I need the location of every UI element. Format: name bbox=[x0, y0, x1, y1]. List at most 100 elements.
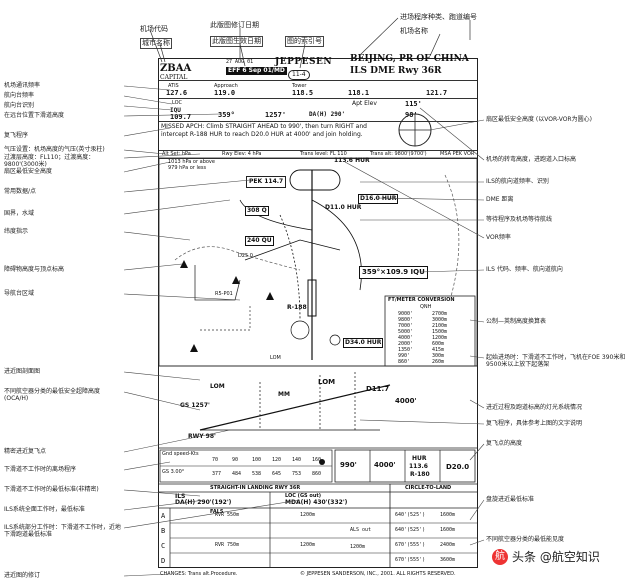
left-annotation: ILS系统全面工作时，最低标准 bbox=[4, 506, 85, 513]
minima-header-right: CIRCLE-TO-LAND bbox=[405, 485, 452, 491]
left-annotation: 障碍物高度与顶点标高 bbox=[4, 266, 65, 273]
right-annotation: 机场的转弯高度，进跑道入口标高 bbox=[486, 156, 577, 163]
trans-level: Trans level: FL 110 bbox=[300, 151, 347, 157]
right-leader-line bbox=[469, 539, 485, 546]
approach-chart-frame bbox=[158, 58, 478, 568]
tdz-elev: 98' bbox=[405, 111, 418, 119]
conv-ft: 9800' bbox=[398, 317, 414, 323]
conv-m: 2100m bbox=[432, 323, 448, 329]
right-leader-line bbox=[374, 197, 485, 201]
left-leader-line bbox=[123, 499, 206, 511]
left-annotation: 下滑道不工作时的离场程序 bbox=[4, 466, 77, 473]
right-leader-line bbox=[469, 443, 485, 461]
msa-pek-label: MSA PEK VOR bbox=[440, 151, 475, 157]
speed-cell: 90 bbox=[232, 457, 239, 463]
jeppesen-logo: JEPPESEN bbox=[275, 57, 333, 67]
right-annotation: 扇区最低安全高度 (以VOR-VOR为圆心) bbox=[486, 116, 592, 123]
minima-circle-mda: 640'(525') bbox=[395, 527, 426, 533]
left-annotation: 进近图的修订 bbox=[4, 572, 41, 579]
left-annotation: 导航台区域 bbox=[4, 290, 35, 297]
conv-table-title: FT/METER CONVERSION bbox=[388, 297, 455, 303]
conv-m: 3000m bbox=[432, 317, 448, 323]
left-annotation: 复飞程序 bbox=[4, 132, 29, 139]
airport-location: BEIJING, PR OF CHINA bbox=[350, 54, 469, 64]
left-leader-line bbox=[123, 293, 241, 301]
conv-ft: 4000' bbox=[398, 335, 414, 341]
speed-cell: 160 bbox=[312, 457, 322, 463]
speed-cell: 140 bbox=[292, 457, 302, 463]
watermark-text: 头条 @航空知识 bbox=[512, 550, 600, 564]
right-leader-line bbox=[429, 119, 485, 131]
minima-cat: C bbox=[161, 542, 166, 550]
conv-ft: 860' bbox=[398, 359, 411, 365]
minima-cat: B bbox=[161, 527, 166, 535]
minima-loc-vis: 1200m bbox=[300, 542, 316, 548]
left-leader-line bbox=[123, 199, 231, 215]
msa-note-1: 1013 hPa or above bbox=[168, 159, 215, 165]
conv-m: 2700m bbox=[432, 311, 448, 317]
left-leader-line bbox=[123, 161, 171, 173]
left-leader-line bbox=[123, 391, 201, 411]
right-annotation: DME 距离 bbox=[486, 196, 514, 203]
right-annotation: 公制—英制高度换算表 bbox=[486, 318, 547, 325]
profile-lom: LOM bbox=[210, 383, 225, 390]
left-leader-line bbox=[123, 429, 231, 453]
alt-set: Alt Set: hPa bbox=[162, 151, 191, 157]
apt-elev: 115' bbox=[405, 100, 422, 108]
minima-circle-vis: 2400m bbox=[440, 542, 456, 548]
ann-eff-date: 此版图生效日期 bbox=[210, 36, 263, 47]
missed-vor-freq: 113.6 bbox=[409, 463, 428, 470]
profile-d117: D11.7 bbox=[366, 385, 390, 393]
left-annotation: 在远台位置下滑道高度 bbox=[4, 112, 65, 119]
ground-freq: 118.1 bbox=[348, 89, 370, 97]
minima-loc-vis: 1200m bbox=[300, 512, 316, 518]
d110-hur: D11.0 HUR bbox=[325, 204, 362, 211]
left-leader-line bbox=[123, 105, 173, 111]
right-annotation: 不同航空器分类的最低能见度 bbox=[486, 536, 565, 543]
minima-fals: FALS bbox=[210, 509, 224, 515]
trans-alt: Trans alt: 9800'(9700') bbox=[370, 151, 427, 157]
approach-label: Approach bbox=[214, 83, 238, 89]
conv-ft: 9000' bbox=[398, 311, 414, 317]
right-annotation: ILS的航向道频率、识别 bbox=[486, 178, 549, 185]
left-annotation: 航向台识别 bbox=[4, 102, 35, 109]
d340-hur: D34.0 HUR bbox=[343, 338, 384, 348]
right-annotation: ILS 代码、频率、航向道航向 bbox=[486, 266, 563, 273]
minima-ils-rvr: RVR 550m bbox=[215, 512, 240, 518]
left-annotation: 下滑道不工作时的最低标准(非精密) bbox=[4, 486, 99, 493]
ann-approach-type: 进场程序种类、跑道编号 bbox=[400, 13, 477, 21]
minima-mda: MDA(H) 430'(332') bbox=[285, 499, 348, 506]
right-annotation: 进近过程及跑道标高的灯光系统情况 bbox=[486, 404, 583, 411]
right-annotation: 起始进场时：下滑道不工作时，飞机在FOE 390米和9500米以上放下起落架 bbox=[486, 354, 626, 368]
missed-d20: D20.0 bbox=[446, 463, 470, 471]
left-annotation: 纬度指示 bbox=[4, 228, 29, 235]
conv-ft: 5000' bbox=[398, 329, 414, 335]
conv-ft: 1350' bbox=[398, 347, 414, 353]
chart-date: 27 AUG 01 bbox=[226, 59, 254, 65]
rate-cell: 645 bbox=[272, 471, 282, 477]
rate-cell: 860 bbox=[312, 471, 322, 477]
apt-elev-label: Apt Elev bbox=[352, 100, 377, 107]
profile-mm: MM bbox=[278, 391, 290, 398]
left-annotation: 过渡层高度：FL110；过渡高度：9800'(3000米) bbox=[4, 154, 95, 168]
pek-vor-box: PEK 114.7 bbox=[246, 176, 287, 188]
right-leader-line bbox=[359, 419, 485, 425]
left-leader-line bbox=[123, 153, 201, 159]
left-annotation: ILS系统部分工作时：下滑道不工作时，近地下滑跑道最低标准 bbox=[4, 524, 121, 538]
conv-ft: 2000' bbox=[398, 341, 414, 347]
left-annotation: 气压设置：机场高度的气压(英寸汞柱) bbox=[4, 146, 105, 153]
left-leader-line bbox=[123, 179, 251, 193]
minima-header-left: STRAIGHT-IN LANDING RWY 36R bbox=[210, 485, 301, 491]
right-annotation: 复飞点的高度 bbox=[486, 440, 523, 447]
left-leader-line bbox=[123, 149, 166, 155]
missed-alt-990: 990' bbox=[340, 461, 357, 469]
minima-loc: LOC (GS out) bbox=[285, 493, 322, 499]
ann-airport-code: 机场代码 bbox=[140, 25, 168, 33]
approach-freq: 119.0 bbox=[214, 89, 236, 97]
left-leader-line bbox=[123, 499, 301, 529]
left-annotation: 进近图剖面图 bbox=[4, 368, 41, 375]
right-annotation: 盘旋进近最低标准 bbox=[486, 496, 535, 503]
right-leader-line bbox=[419, 269, 485, 273]
